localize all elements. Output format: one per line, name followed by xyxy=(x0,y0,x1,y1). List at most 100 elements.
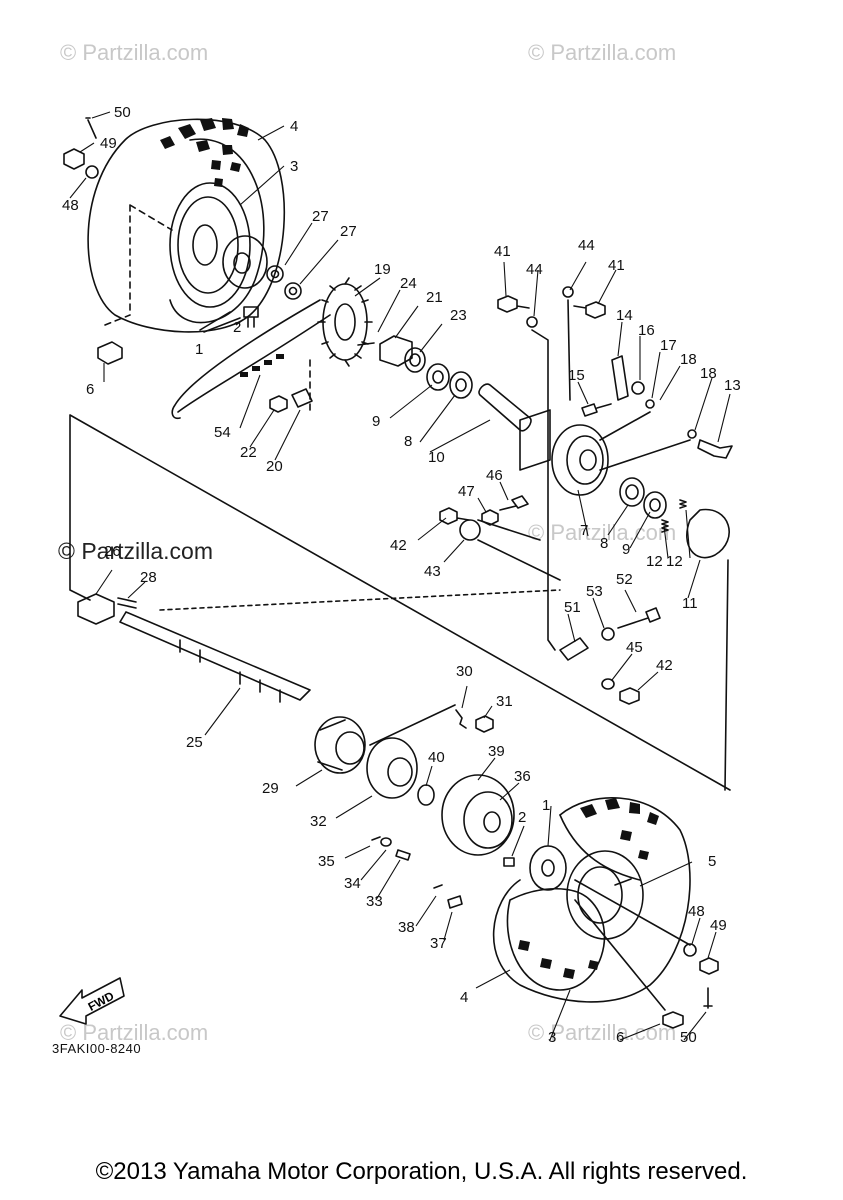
callout: 20 xyxy=(266,458,283,475)
callout: 27 xyxy=(340,223,357,240)
callout: 16 xyxy=(638,322,655,339)
callout: 17 xyxy=(660,337,677,354)
callout: 21 xyxy=(426,289,443,306)
hub-bolt-lower xyxy=(503,857,515,867)
bolt-15 xyxy=(581,403,612,417)
watermark-middle-left: © Partzilla.com xyxy=(58,538,213,564)
copyright-notice: ©2013 Yamaha Motor Corporation, U.S.A. A… xyxy=(95,1158,748,1185)
fwd-label: FWD xyxy=(86,989,117,1014)
callout: 40 xyxy=(428,749,445,766)
bolt-41b xyxy=(573,301,606,319)
washer-35 xyxy=(371,836,381,841)
watermark-middle-right: © Partzilla.com xyxy=(528,520,677,545)
washer-34 xyxy=(380,837,392,847)
callout: 50 xyxy=(114,104,131,121)
cam-lever-14 xyxy=(611,355,629,401)
drive-chain xyxy=(171,299,331,420)
fwd-arrow-icon xyxy=(59,977,125,1025)
callout: 13 xyxy=(724,377,741,394)
callout: 38 xyxy=(398,919,415,936)
callout: 2 xyxy=(518,809,526,826)
callout: 50 xyxy=(680,1029,697,1046)
exploded-parts-diagram: 50 49 48 4 3 27 27 2 1 6 19 24 21 23 9 8… xyxy=(59,104,741,1046)
callout: 36 xyxy=(514,768,531,785)
callout: 35 xyxy=(318,853,335,870)
callout: 3 xyxy=(548,1029,556,1046)
callout: 51 xyxy=(564,599,581,616)
diagram-code: 3FAKI00-8240 xyxy=(52,1041,142,1056)
bolt-46 xyxy=(499,495,529,511)
wheel-hub-right xyxy=(529,845,567,891)
callout: 15 xyxy=(568,367,585,384)
callout: 44 xyxy=(578,237,595,254)
chain-links xyxy=(240,354,284,377)
bearing-8 xyxy=(449,371,473,399)
callout: 22 xyxy=(240,444,257,461)
wheel-rim-right xyxy=(566,850,644,940)
ring-17 xyxy=(645,399,655,409)
hub-32 xyxy=(366,737,418,799)
callout: 25 xyxy=(186,734,203,751)
callout: 48 xyxy=(62,197,79,214)
callout: 41 xyxy=(494,243,511,260)
callout: 9 xyxy=(372,413,380,430)
clip-30 xyxy=(455,709,467,729)
washer-48b xyxy=(683,943,697,957)
bearing-9 xyxy=(426,363,450,391)
wheel-hub-left xyxy=(222,235,268,289)
bolt-42b xyxy=(619,687,640,705)
rear-axle-25 xyxy=(119,611,311,701)
callout: 52 xyxy=(616,571,633,588)
callout: 26 xyxy=(104,543,121,560)
bolt-52 xyxy=(617,607,661,629)
callout: 47 xyxy=(458,483,475,500)
callout: 11 xyxy=(682,595,698,612)
callout: 42 xyxy=(656,657,673,674)
callout: 1 xyxy=(195,341,203,358)
collar-43 xyxy=(459,519,481,541)
callout: 8 xyxy=(404,433,412,450)
callout: 9 xyxy=(622,541,630,558)
collar-10 xyxy=(478,383,532,432)
sprocket-hub-21 xyxy=(379,335,413,367)
bolt-33 xyxy=(395,849,411,861)
washer-44a xyxy=(526,316,538,328)
watermark-top-left: © Partzilla.com xyxy=(60,40,209,65)
cap-nut-6 xyxy=(97,341,123,365)
brake-drum-39 xyxy=(441,774,515,856)
nut-31 xyxy=(475,715,494,733)
oil-seal-23 xyxy=(404,347,426,373)
callout: 3 xyxy=(290,158,298,175)
callout: 18 xyxy=(680,351,697,368)
callout: 23 xyxy=(450,307,467,324)
washer-16 xyxy=(631,381,645,395)
nut-22 xyxy=(269,395,288,413)
hub-29 xyxy=(314,716,366,774)
cap-nut-6b xyxy=(662,1011,684,1029)
valve-50 xyxy=(85,117,97,139)
bolt-37 xyxy=(447,895,463,909)
callout: 34 xyxy=(344,875,361,892)
callout: 27 xyxy=(312,208,329,225)
callout: 37 xyxy=(430,935,447,952)
callout: 32 xyxy=(310,813,327,830)
nut-53 xyxy=(601,627,615,641)
bolt-24 xyxy=(357,342,375,346)
washer-45 xyxy=(601,678,615,690)
callout: 49 xyxy=(710,917,727,934)
wheel-rim-left xyxy=(169,182,251,308)
callout: 44 xyxy=(526,261,543,278)
callout: 43 xyxy=(424,563,441,580)
callout: 5 xyxy=(708,853,716,870)
rear-tire-right xyxy=(492,797,691,1003)
callout: 30 xyxy=(456,663,473,680)
callout: 45 xyxy=(626,639,643,656)
callout: 31 xyxy=(496,693,513,710)
o-ring-18 xyxy=(687,429,697,439)
washer-48 xyxy=(85,165,99,179)
callout: 29 xyxy=(262,780,279,797)
washer-44b xyxy=(562,286,574,298)
callout: 6 xyxy=(616,1029,624,1046)
callout: 33 xyxy=(366,893,383,910)
callout-labels: 50 49 48 4 3 27 27 2 1 6 19 24 21 23 9 8… xyxy=(62,104,741,1046)
